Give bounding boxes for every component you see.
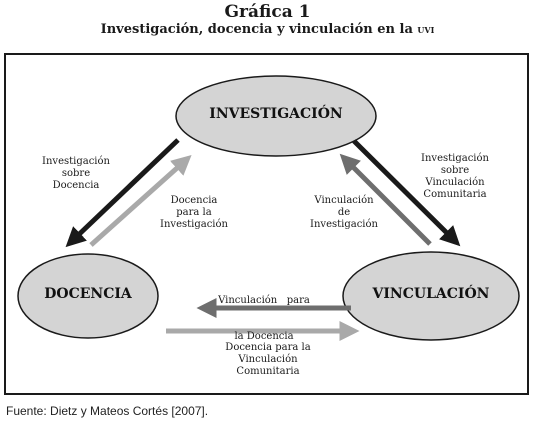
label-investigacion-sobre-docencia: Investigación sobre Docencia: [26, 156, 126, 192]
label-line: Investigación: [421, 153, 489, 164]
arrow-vinculacion-to-investigacion: [339, 153, 432, 246]
label-line: Vinculación para: [218, 295, 310, 306]
node-docencia: [17, 253, 159, 339]
label-line: Docencia: [52, 180, 100, 191]
label-docencia-para-investigacion: Docencia para la Investigación: [146, 195, 242, 231]
label-investigacion-sobre-vinculacion: Investigación sobre Vinculación Comunita…: [404, 153, 506, 201]
label-docencia: DOCENCIA: [44, 286, 132, 302]
label-investigacion: INVESTIGACIÓN: [209, 106, 343, 122]
subtitle-text: Investigación, docencia y vinculación en…: [100, 22, 418, 37]
label-docencia-para-vinculacion: Docencia para la Vinculación Comunitaria: [210, 342, 326, 378]
label-line: de: [337, 207, 351, 218]
label-vinculacion-para-docencia: Vinculación para la Docencia: [206, 271, 322, 355]
label-line: sobre: [61, 168, 91, 179]
label-line: Vinculación: [425, 177, 485, 188]
label-line: Investigación: [42, 156, 110, 167]
label-line: Comunitaria: [236, 366, 300, 377]
label-line: para la: [176, 207, 212, 218]
arrow-investigacion-to-vinculacion: [352, 139, 461, 247]
source-note: Fuente: Dietz y Mateos Cortés [2007].: [6, 404, 209, 418]
label-line: Investigación: [310, 219, 378, 230]
node-vinculacion: [342, 251, 520, 341]
figure-subtitle: Investigación, docencia y vinculación en…: [0, 22, 535, 37]
subtitle-acronym: uvi: [417, 23, 435, 36]
label-line: Comunitaria: [423, 189, 487, 200]
label-line: sobre: [440, 165, 470, 176]
figure-title: Gráfica 1: [224, 2, 311, 22]
label-line: Vinculación: [314, 195, 374, 206]
label-line: Vinculación: [238, 354, 298, 365]
label-line: Investigación: [160, 219, 228, 230]
label-line: Docencia para la: [225, 342, 311, 353]
label-line: Docencia: [170, 195, 218, 206]
label-line: la Docencia: [234, 331, 294, 342]
label-vinculacion-de-investigacion: Vinculación de Investigación: [294, 195, 394, 231]
node-investigacion: [175, 75, 377, 157]
arrow-investigacion-to-docencia: [65, 138, 180, 248]
label-vinculacion: VINCULACIÓN: [372, 286, 490, 302]
arrow-docencia-to-investigacion: [89, 154, 192, 247]
